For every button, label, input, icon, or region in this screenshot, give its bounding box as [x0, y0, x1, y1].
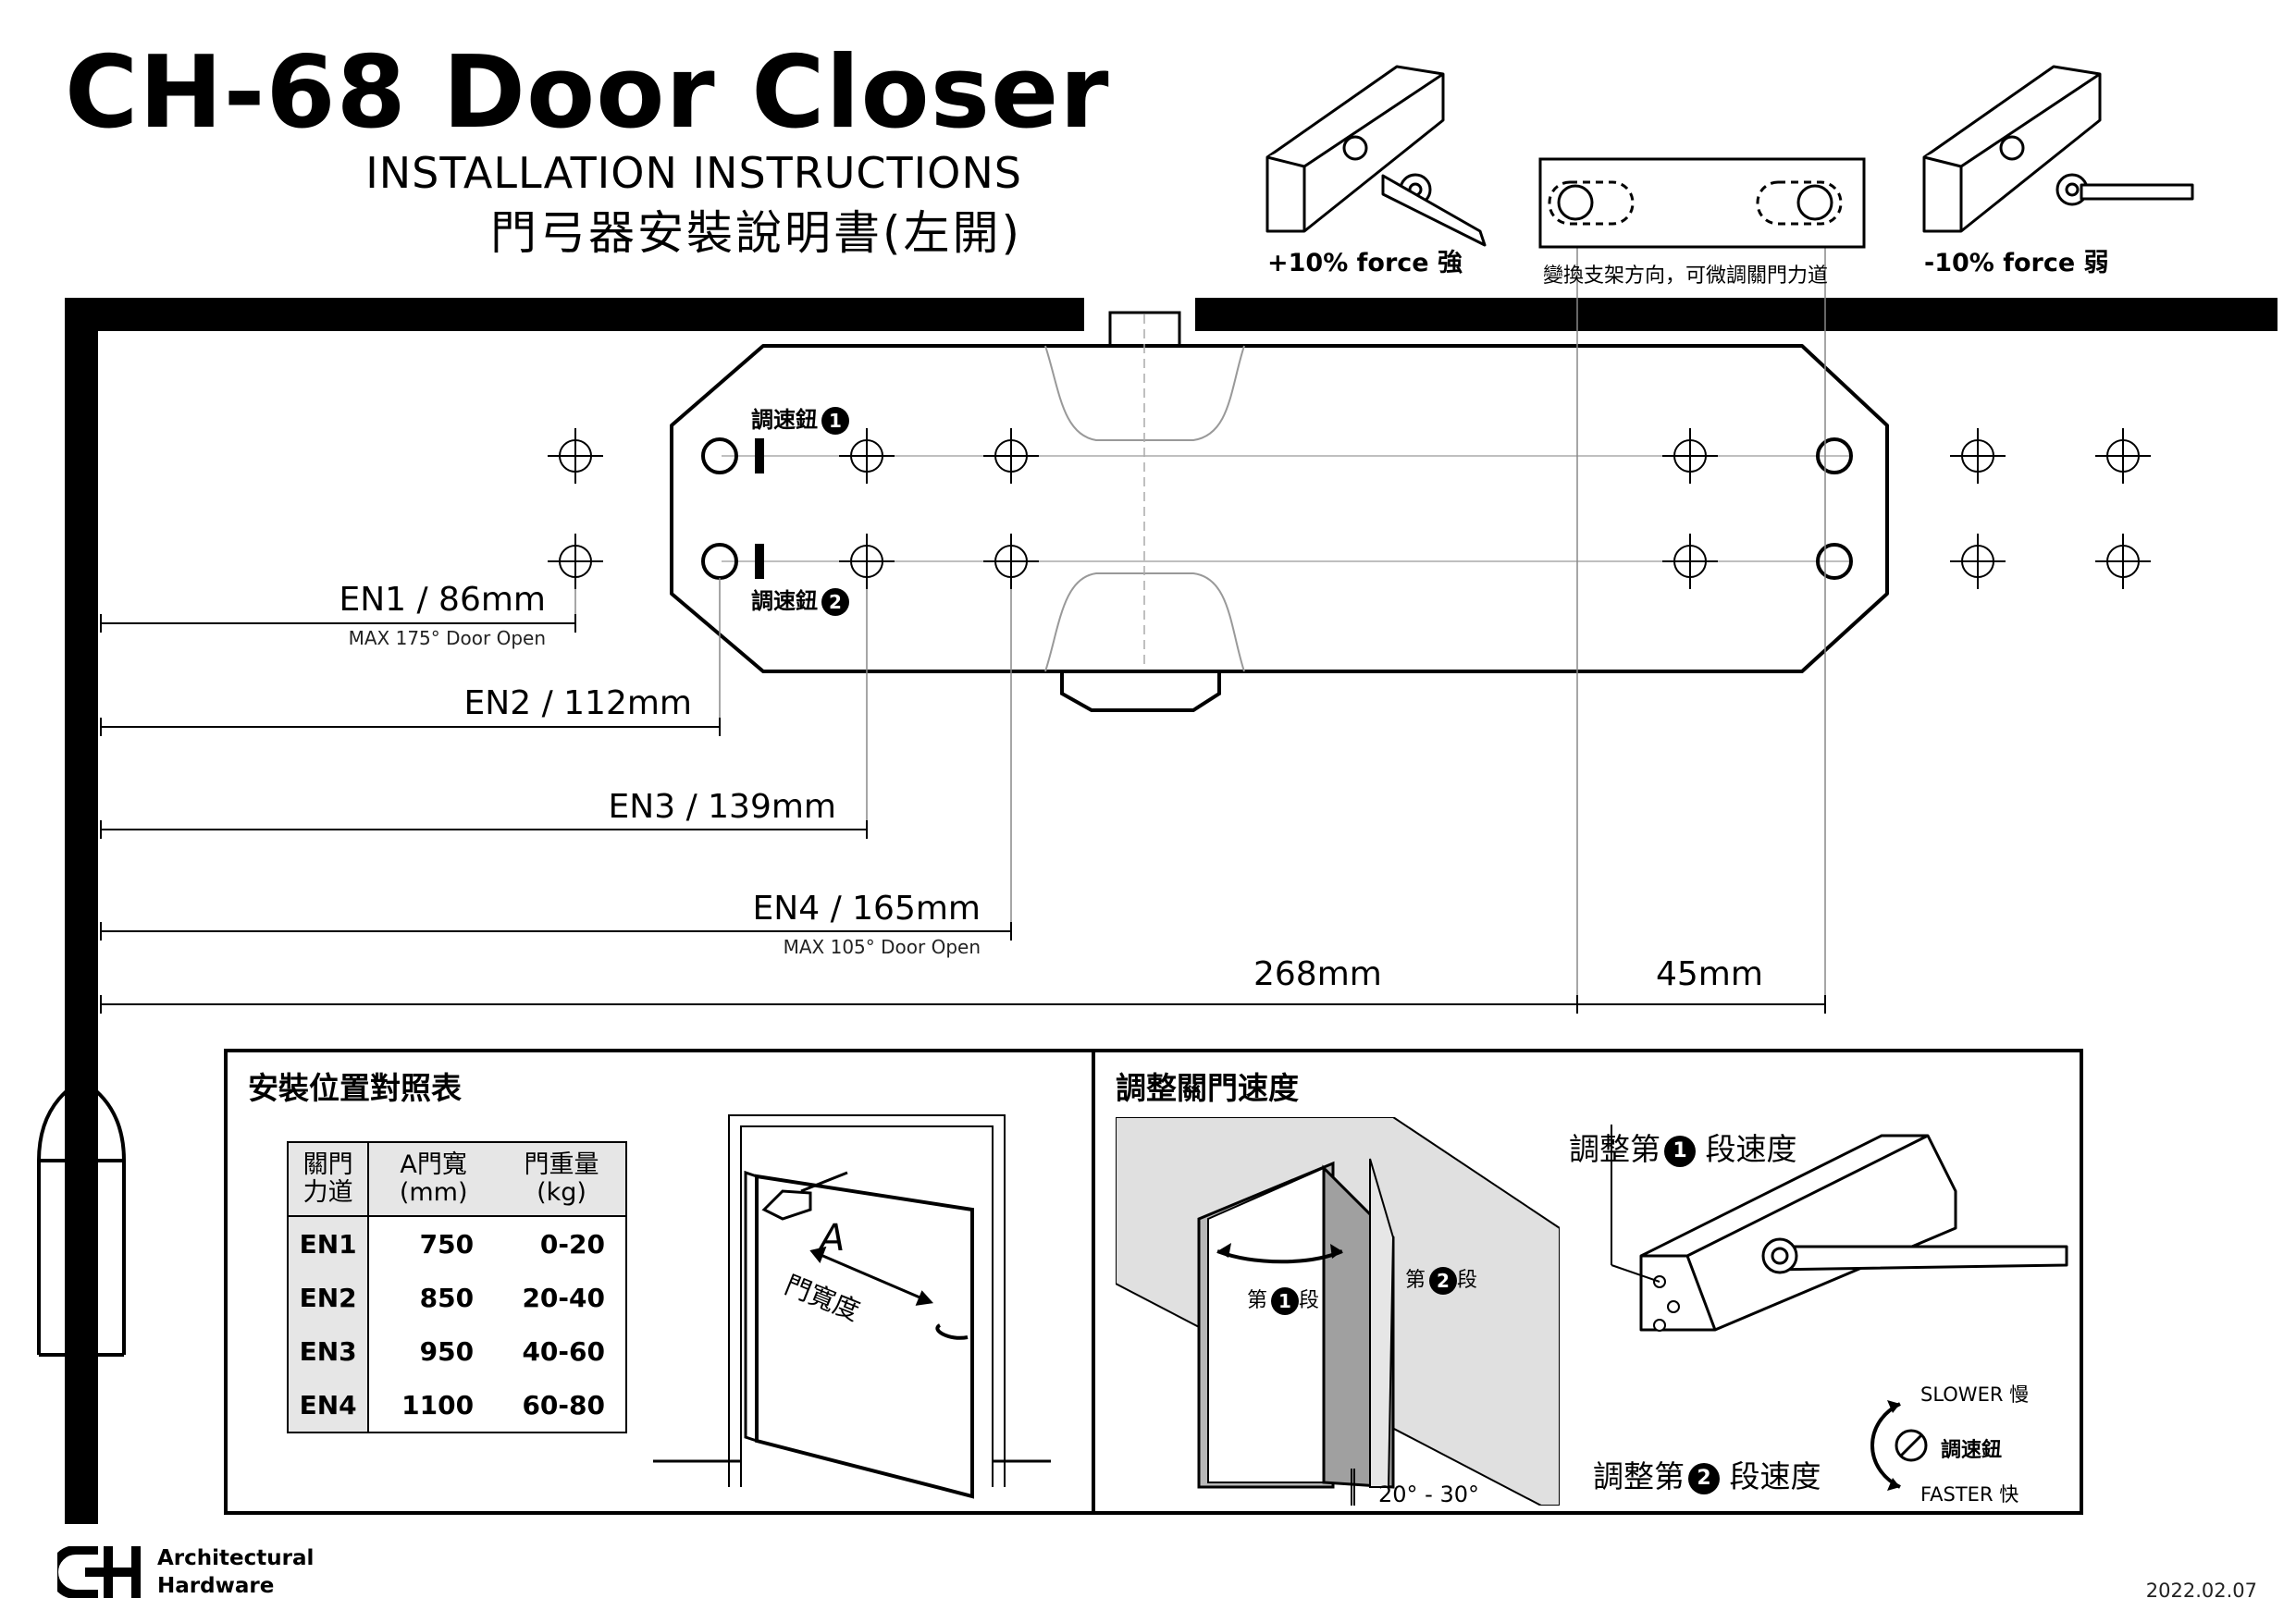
page-title: CH-68 Door Closer	[65, 35, 1110, 151]
table-row: EN1 750 0-20	[288, 1216, 626, 1271]
bracket-illustration	[1538, 157, 1866, 249]
closing-angle-illustration	[1116, 1117, 1560, 1506]
table-row: EN4 1100 60-80	[288, 1378, 626, 1432]
knob-rotation-icon	[1870, 1400, 1928, 1491]
page-subtitle-cn: 門弓器安裝說明書(左開)	[489, 206, 1022, 260]
dimension-en1-note: MAX 175° Door Open	[348, 627, 546, 649]
plus-force-label: +10% force 強	[1267, 249, 1463, 277]
number-badge-1: 1	[821, 407, 849, 435]
brand-name-line2: Hardware	[157, 1574, 275, 1598]
number-badge-adjust-1: 1	[1664, 1135, 1696, 1167]
mounting-holes	[548, 428, 2151, 589]
dimension-268: 268mm	[1253, 955, 1382, 993]
door-hinge-side	[37, 1079, 126, 1357]
bracket-note: 變換支架方向，可微調關門力道	[1543, 264, 1829, 288]
table-row: EN3 950 40-60	[288, 1324, 626, 1378]
table-row: EN2 850 20-40	[288, 1271, 626, 1324]
number-badge-stage-1: 1	[1271, 1287, 1300, 1315]
spec-table: 關門 力道 A門寬 (mm) 門重量 (kg) EN1 750 0-20	[287, 1141, 627, 1433]
number-badge-stage-2: 2	[1429, 1267, 1458, 1295]
closing-angle-label: 20° - 30°	[1378, 1482, 1479, 1507]
header-weight: 門重量 (kg)	[524, 1150, 599, 1207]
door-frame	[65, 298, 2277, 1524]
table-panel-title: 安裝位置對照表	[248, 1070, 462, 1106]
minus-force-label: -10% force 弱	[1924, 249, 2109, 277]
header-force: 關門 力道	[288, 1142, 370, 1216]
slower-label: SLOWER 慢	[1920, 1383, 2030, 1406]
dimension-en3: EN3 / 139mm	[608, 788, 836, 826]
dimension-en4: EN4 / 165mm	[752, 890, 981, 928]
document-date: 2022.02.07	[2145, 1580, 2257, 1602]
minus-force-illustration	[1922, 65, 2194, 233]
door-width-letter: A	[820, 1217, 846, 1260]
header-width: A門寬 (mm)	[399, 1150, 468, 1207]
closer-body	[670, 314, 1889, 712]
dimension-en1: EN1 / 86mm	[339, 581, 546, 619]
brand-logo	[57, 1546, 141, 1598]
closer-detail-illustration	[1611, 1125, 2068, 1332]
faster-label: FASTER 快	[1920, 1483, 2019, 1506]
brand-name-line1: Architectural	[157, 1546, 315, 1570]
dimension-45: 45mm	[1656, 955, 1763, 993]
dimension-lines	[100, 213, 1826, 1014]
speed-knob-label: 調速鈕	[1941, 1439, 2003, 1462]
speed-panel-title: 調整關門速度	[1116, 1070, 1299, 1106]
plus-force-illustration	[1265, 65, 1487, 247]
door-width-illustration	[653, 1114, 1051, 1499]
dimension-en2: EN2 / 112mm	[463, 684, 692, 722]
number-badge-2: 2	[821, 588, 849, 616]
number-badge-adjust-2: 2	[1688, 1462, 1720, 1494]
page-subtitle: INSTALLATION INSTRUCTIONS	[365, 148, 1022, 198]
dimension-en4-note: MAX 105° Door Open	[783, 936, 981, 958]
top-bracket	[1108, 311, 1181, 344]
installation-table-panel: 安裝位置對照表 關門 力道 A門寬 (mm) 門重量 (kg) EN1	[224, 1049, 1095, 1515]
